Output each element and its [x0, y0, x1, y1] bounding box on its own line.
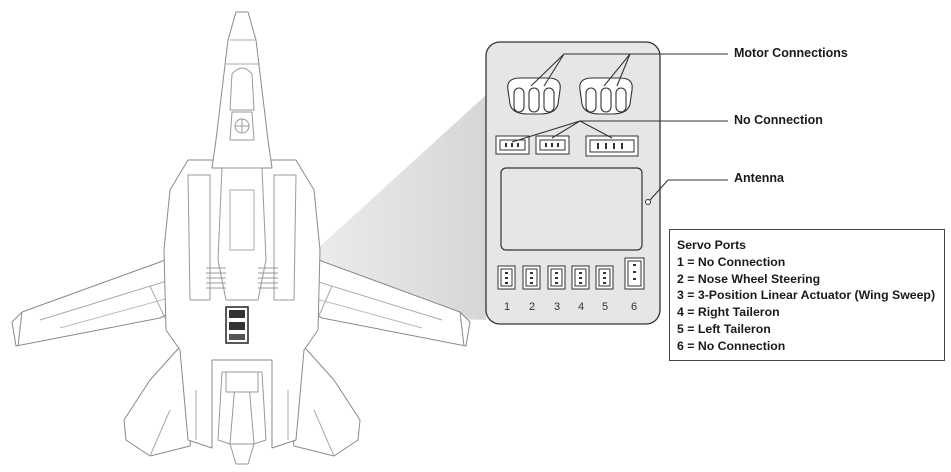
- callout-no-connection: No Connection: [734, 113, 823, 127]
- legend-item: 4 = Right Taileron: [677, 305, 780, 320]
- receiver-location-icon: [225, 306, 249, 344]
- port-number: 2: [529, 301, 535, 313]
- legend-item: 3 = 3-Position Linear Actuator (Wing Swe…: [677, 288, 936, 303]
- port-number-labels: 1 2 3 4 5 6: [504, 301, 637, 313]
- leader-lines: [511, 53, 728, 201]
- no-connection-ports: [495, 135, 639, 157]
- legend-item: 1 = No Connection: [677, 254, 786, 269]
- motor-connector-left: [507, 77, 561, 115]
- port-number: 1: [504, 301, 510, 313]
- legend-item: 5 = Left Taileron: [677, 321, 771, 336]
- port-number: 5: [602, 301, 608, 313]
- receiver-window: [500, 167, 643, 251]
- callout-motor-connections: Motor Connections: [734, 46, 848, 60]
- antenna-point: [645, 199, 651, 205]
- legend-title: Servo Ports: [677, 238, 747, 252]
- motor-connector-right: [579, 77, 633, 115]
- legend-item: 6 = No Connection: [677, 338, 786, 353]
- canopy: [229, 67, 255, 111]
- port-number: 4: [578, 301, 584, 313]
- port-number: 3: [554, 301, 560, 313]
- legend-item: 2 = Nose Wheel Steering: [677, 271, 821, 286]
- port-number: 6: [631, 301, 637, 313]
- servo-ports: [497, 257, 645, 290]
- aircraft-top-view: [11, 11, 471, 465]
- callout-antenna: Antenna: [734, 171, 784, 185]
- servo-ports-legend: Servo Ports 1 = No Connection 2 = Nose W…: [669, 229, 945, 361]
